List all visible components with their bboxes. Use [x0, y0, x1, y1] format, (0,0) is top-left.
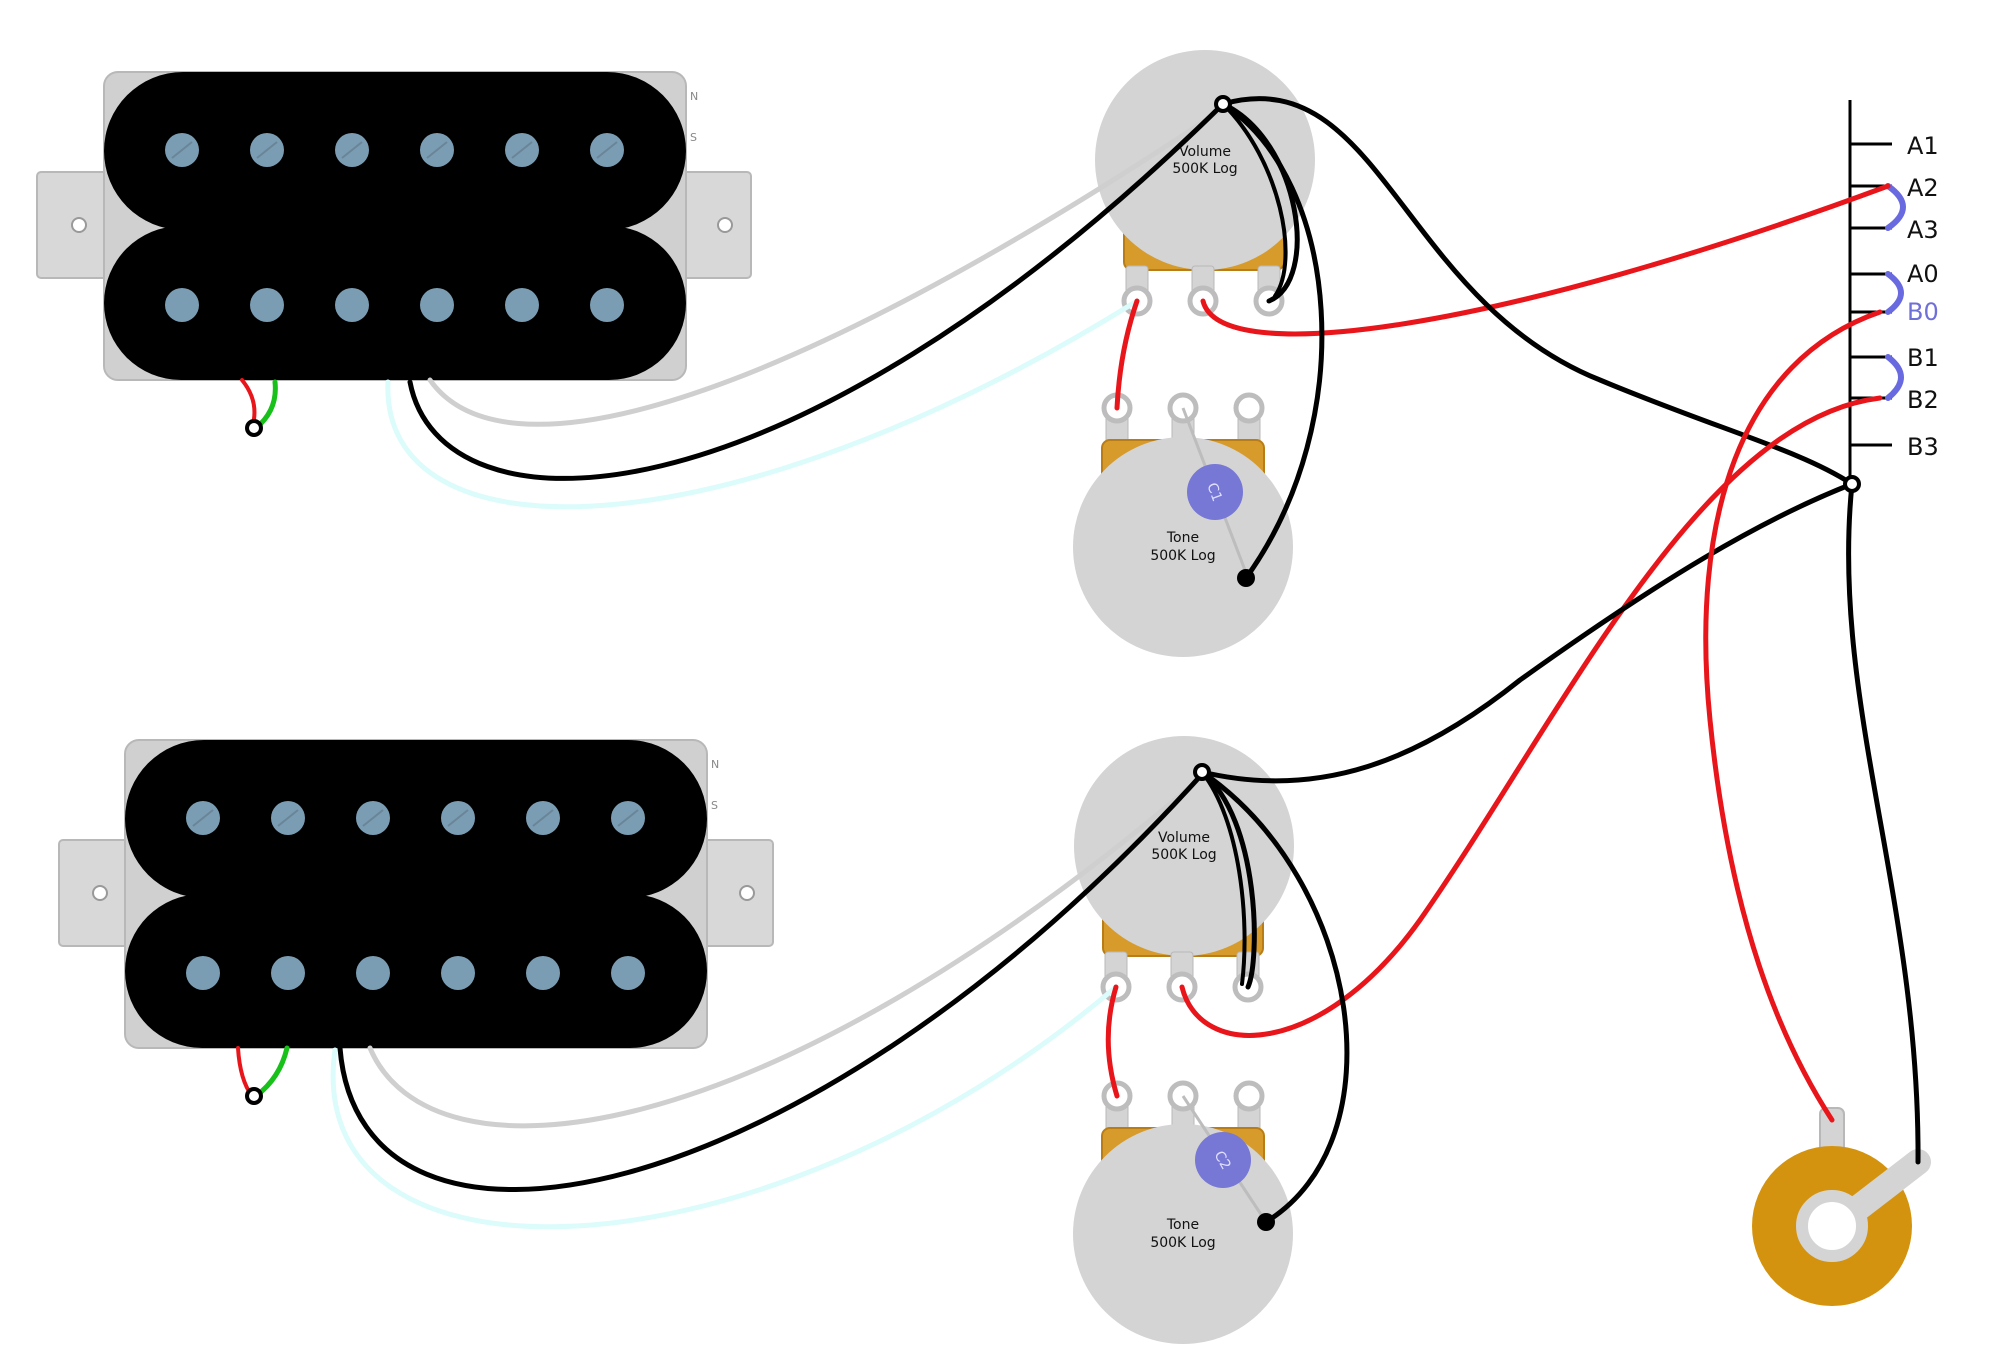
pole-slug-icon	[441, 956, 475, 990]
capacitor-c2-icon	[1195, 1132, 1251, 1188]
neck-north-label: N	[690, 90, 698, 103]
vol2-casing-solder-point	[1193, 763, 1211, 781]
pole-slug-icon	[505, 288, 539, 322]
jumper-a0-b0	[1885, 271, 1904, 315]
switch-lug-a3: A3	[1907, 216, 1939, 244]
neck-humbucker-pickup: N S	[36, 71, 752, 381]
volume-pot-1-value: 500K Log	[1172, 161, 1237, 177]
capacitor-c1-icon	[1187, 464, 1243, 520]
capacitor-c1-label: C1	[1203, 481, 1224, 504]
neck-south-label: S	[690, 131, 697, 144]
pole-slug-icon	[420, 288, 454, 322]
bridge-ground-solder-point	[245, 1087, 263, 1105]
bridge-black-lead	[337, 769, 1207, 1193]
vol1-to-tone1-ground	[1220, 101, 1325, 581]
neck-black-lead	[407, 101, 1226, 481]
tone-pot-1-value: 500K Log	[1150, 548, 1215, 564]
lug-3	[1233, 1080, 1265, 1112]
tone-pot-2-value: 500K Log	[1150, 1235, 1215, 1251]
switch-jumpers	[1885, 183, 1906, 401]
volume-pot-2-name: Volume	[1158, 830, 1210, 846]
volume-pot-1-name: Volume	[1179, 144, 1231, 160]
vol1-to-switch-a2-red	[1200, 183, 1891, 337]
bridge-white-lead	[367, 767, 1213, 1129]
neck-cyan-lead	[385, 298, 1140, 510]
pole-slug-icon	[335, 288, 369, 322]
pole-slug-icon	[165, 288, 199, 322]
output-jack	[1752, 1107, 1931, 1306]
volume-pot-2-body	[1074, 736, 1294, 956]
switch-lug-b2: B2	[1907, 386, 1939, 414]
tone-pot-1-name: Tone	[1166, 530, 1199, 546]
switch-lug-b3: B3	[1907, 433, 1939, 461]
neck-north-coil	[104, 72, 686, 230]
neck-mount-hole-right	[717, 217, 733, 233]
pole-slug-icon	[356, 956, 390, 990]
jumper-a2-a3	[1885, 183, 1906, 231]
tone-pot-2-name: Tone	[1166, 1217, 1199, 1233]
tone2-casing-solder-point	[1257, 1213, 1275, 1231]
volume-pot-2-value: 500K Log	[1151, 847, 1216, 863]
switch-lug-b0: B0	[1907, 298, 1939, 326]
tone-pot-2-body	[1073, 1124, 1293, 1344]
bridge-mount-hole-left	[92, 885, 108, 901]
neck-south-coil	[104, 226, 686, 380]
bridge-north-coil	[125, 740, 707, 898]
switch-to-jack-tip-red	[1703, 309, 1883, 1123]
switch-to-jack-sleeve-black	[1846, 481, 1921, 1165]
jumper-b1-b2	[1885, 354, 1904, 401]
vol1-to-switch-ground	[1220, 96, 1855, 487]
switch-ground-solder-point	[1843, 475, 1861, 493]
tone-pot-2: C2 Tone 500K Log	[1073, 1080, 1293, 1344]
vol2-to-tone2-ground	[1199, 769, 1350, 1225]
wires	[236, 95, 1921, 1231]
pole-slug-icon	[526, 956, 560, 990]
vol2-to-switch-b2-red	[1179, 395, 1883, 1038]
vol2-to-tone2-red	[1105, 984, 1120, 1099]
switch-lug-b1: B1	[1907, 344, 1939, 372]
vol1-ground-loop	[1221, 102, 1288, 298]
volume-pot-2: Volume 500K Log	[1074, 736, 1294, 1003]
volume-pot-1-body	[1095, 50, 1315, 270]
vol2-to-switch-ground	[1199, 481, 1855, 784]
switch-lug-a1: A1	[1907, 132, 1939, 160]
bridge-green-lead	[253, 1045, 290, 1099]
switch-lug-a2: A2	[1907, 174, 1939, 202]
tone-pot-1: C1 Tone 500K Log	[1073, 392, 1293, 657]
bridge-cyan-lead	[330, 984, 1119, 1230]
tone-pot-1-body	[1073, 437, 1293, 657]
lug-3	[1233, 392, 1265, 424]
neck-mount-hole-left	[71, 217, 87, 233]
pole-slug-icon	[271, 956, 305, 990]
neck-white-lead	[427, 101, 1233, 427]
neck-ground-solder-point	[245, 419, 263, 437]
bridge-mount-hole-right	[739, 885, 755, 901]
pickup-selector-switch: A1 A2 A3 A0 B0 B1 B2 B3	[1848, 100, 1939, 484]
switch-lug-a0: A0	[1907, 260, 1939, 288]
vol2-ground-lug	[1199, 769, 1257, 990]
pole-slug-icon	[611, 956, 645, 990]
bridge-south-label: S	[711, 799, 718, 812]
vol1-to-tone1-red	[1114, 298, 1140, 411]
pole-slug-icon	[590, 288, 624, 322]
jack-socket-hole	[1796, 1190, 1868, 1262]
tone1-casing-solder-point	[1237, 569, 1255, 587]
pole-slug-icon	[186, 956, 220, 990]
pole-slug-icon	[250, 288, 284, 322]
bridge-south-coil	[125, 894, 707, 1048]
vol1-casing-solder-point	[1214, 95, 1232, 113]
bridge-north-label: N	[711, 758, 719, 771]
bridge-humbucker-pickup: N S	[58, 739, 774, 1049]
vol2-ground-loop	[1200, 770, 1247, 986]
